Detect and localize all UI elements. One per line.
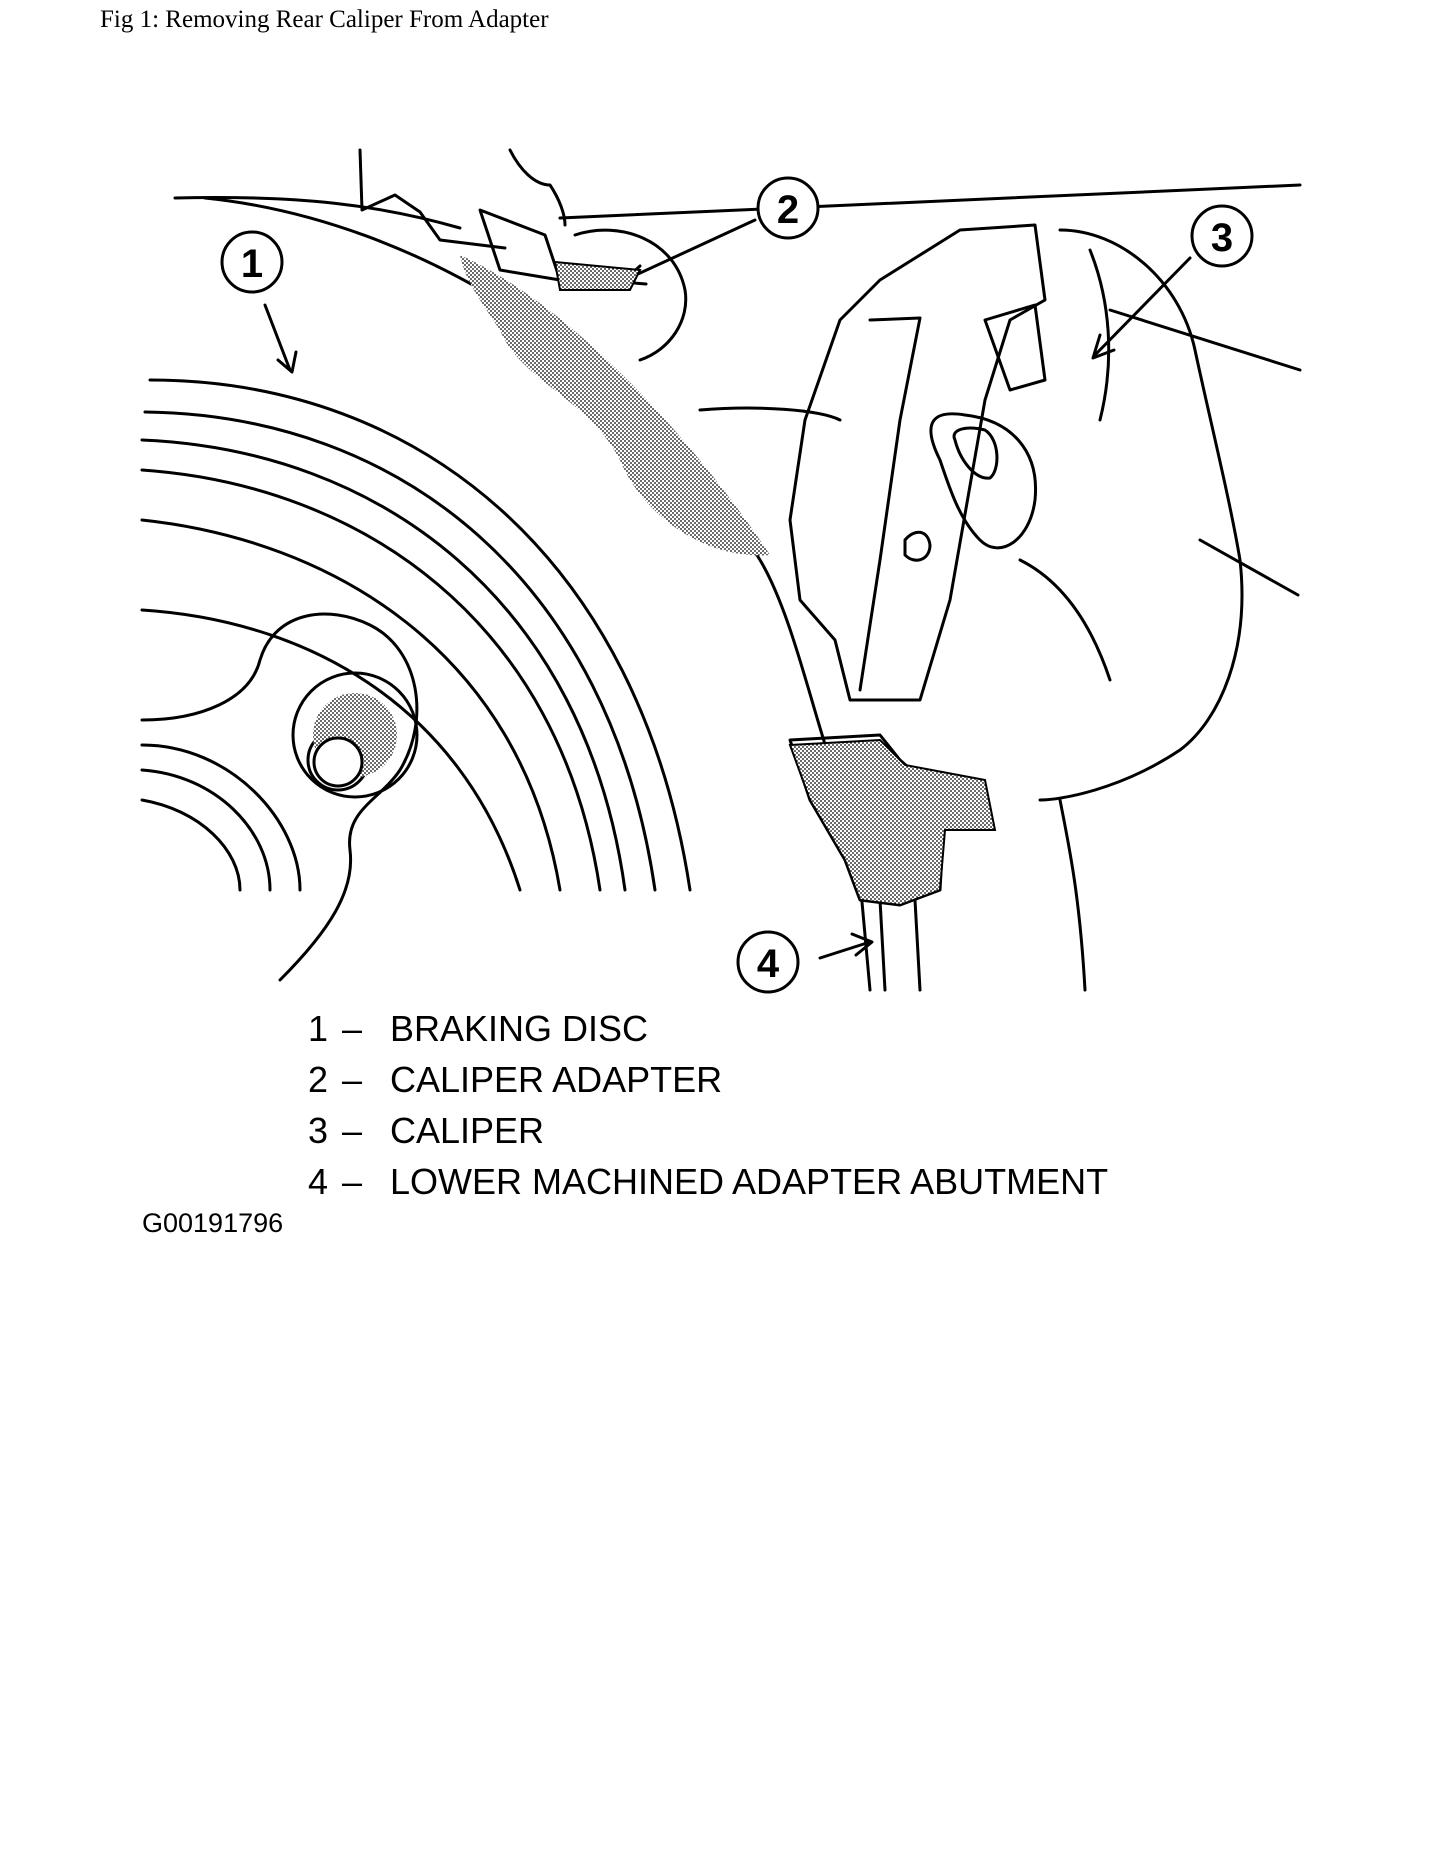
wrist-line (1058, 798, 1087, 992)
wheel-stud-nut-face (312, 736, 364, 788)
lower-adapter-shade (788, 738, 997, 907)
legend-item: 4–LOWER MACHINED ADAPTER ABUTMENT (308, 1156, 1108, 1207)
callout-4-number: 4 (757, 942, 780, 986)
disc-ring-3 (140, 438, 627, 892)
adapter-tab (508, 148, 567, 227)
legend-dash: – (342, 1059, 363, 1100)
legend-label: BRAKING DISC (390, 1008, 649, 1049)
backing-plate-edge (203, 196, 832, 762)
disc-ring-2 (143, 410, 657, 892)
adapter-bracket (358, 148, 507, 250)
right-lower-frame-line (1198, 538, 1300, 597)
hub-boss-top (573, 228, 688, 362)
callout-1-circle (220, 230, 284, 294)
legend-number: 3 (308, 1110, 329, 1151)
abutment-post (878, 898, 922, 992)
callout-3-number: 3 (1211, 216, 1233, 260)
caliper-face (858, 316, 922, 692)
figure-caption: Fig 1: Removing Rear Caliper From Adapte… (100, 6, 549, 33)
hub-inner-ring-1 (140, 743, 302, 892)
thumbnail (952, 426, 999, 480)
legend-label: CALIPER ADAPTER (390, 1059, 723, 1100)
legend-dash: – (342, 1161, 363, 1202)
finger-line-1 (1088, 248, 1111, 422)
parts-legend: 1–BRAKING DISC 2–CALIPER ADAPTER 3–CALIP… (308, 1003, 1108, 1207)
callout-1-leader (263, 303, 292, 372)
backing-plate-shade (460, 255, 770, 556)
finger-line-2 (1018, 558, 1112, 682)
hub-inner-ring-3 (140, 798, 242, 892)
callout-2-circle (756, 176, 820, 240)
callout-4-circle (736, 930, 800, 994)
legend-dash: – (342, 1110, 363, 1151)
graphic-id: G00191796 (142, 1208, 284, 1238)
legend-label: LOWER MACHINED ADAPTER ABUTMENT (390, 1161, 1109, 1202)
legend-number: 2 (308, 1059, 329, 1100)
callout-1-number: 1 (241, 242, 263, 286)
wheel-stud-boss (291, 671, 419, 799)
disc-ring-4 (140, 468, 602, 892)
legend-item: 1–BRAKING DISC (308, 1003, 1108, 1054)
disc-ring-6 (140, 608, 522, 892)
top-right-frame-line (558, 183, 1302, 220)
adapter-bolt-head (478, 208, 562, 282)
hub-flange (140, 612, 419, 982)
caliper-window (983, 303, 1047, 392)
legend-label: CALIPER (390, 1110, 545, 1151)
right-frame-line (1108, 308, 1302, 372)
hub-inner-ring-2 (140, 768, 272, 892)
brake-caliper-illustration: 1 2 3 4 (140, 148, 1302, 994)
callout-3-leader (1093, 256, 1192, 357)
disc-ring-5 (140, 518, 562, 892)
adapter-bolt-shade (553, 260, 642, 291)
callout-3-arrowhead (1091, 333, 1116, 360)
thumb (929, 412, 1038, 550)
legend-number: 1 (308, 1008, 329, 1049)
upper-frame-line (173, 195, 462, 230)
callout-2-leader (623, 218, 757, 282)
caliper-body (788, 223, 1047, 702)
legend-number: 4 (308, 1161, 329, 1202)
disc-ring-outer (148, 378, 692, 892)
callout-3-circle (1190, 204, 1254, 268)
caliper-guide-hole (903, 530, 932, 562)
callout-4-arrowhead (850, 932, 874, 957)
hand-outline (1038, 228, 1244, 802)
legend-item: 2–CALIPER ADAPTER (308, 1054, 1108, 1105)
legend-dash: – (342, 1008, 363, 1049)
backing-plate-inner-edge (698, 406, 842, 422)
legend-item: 3–CALIPER (308, 1105, 1108, 1156)
callout-1-arrowhead (276, 350, 298, 374)
callout-2-number: 2 (777, 188, 799, 232)
callout-4-leader (818, 940, 872, 960)
